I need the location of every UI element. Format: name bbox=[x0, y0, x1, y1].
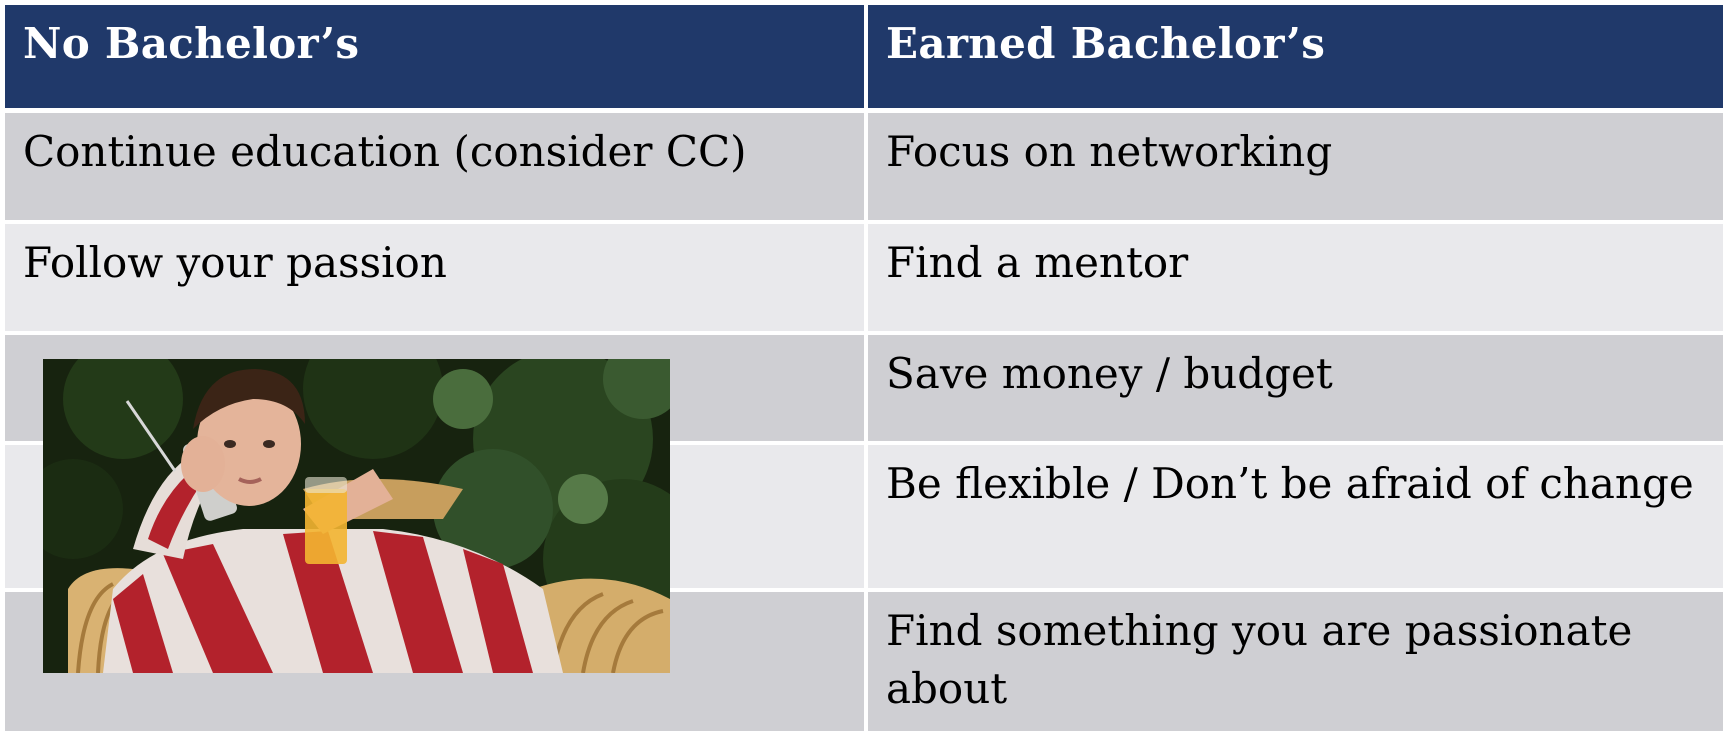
table-row: Follow your passion Find a mentor bbox=[5, 224, 1723, 331]
header-earned-bachelors: Earned Bachelor’s bbox=[868, 5, 1723, 108]
table-row: Continue education (consider CC) Focus o… bbox=[5, 113, 1723, 220]
header-row: No Bachelor’s Earned Bachelor’s bbox=[5, 5, 1723, 108]
photo-man-on-phone bbox=[43, 359, 670, 673]
table-cell: Find a mentor bbox=[868, 224, 1723, 331]
table-cell: Find something you are passionate about bbox=[868, 592, 1723, 731]
table-cell: Follow your passion bbox=[5, 224, 864, 331]
table-cell: Focus on networking bbox=[868, 113, 1723, 220]
header-no-bachelors: No Bachelor’s bbox=[5, 5, 864, 108]
table-cell: Save money / budget bbox=[868, 335, 1723, 441]
table-cell: Be flexible / Don’t be afraid of change bbox=[868, 445, 1723, 588]
table-cell: Continue education (consider CC) bbox=[5, 113, 864, 220]
